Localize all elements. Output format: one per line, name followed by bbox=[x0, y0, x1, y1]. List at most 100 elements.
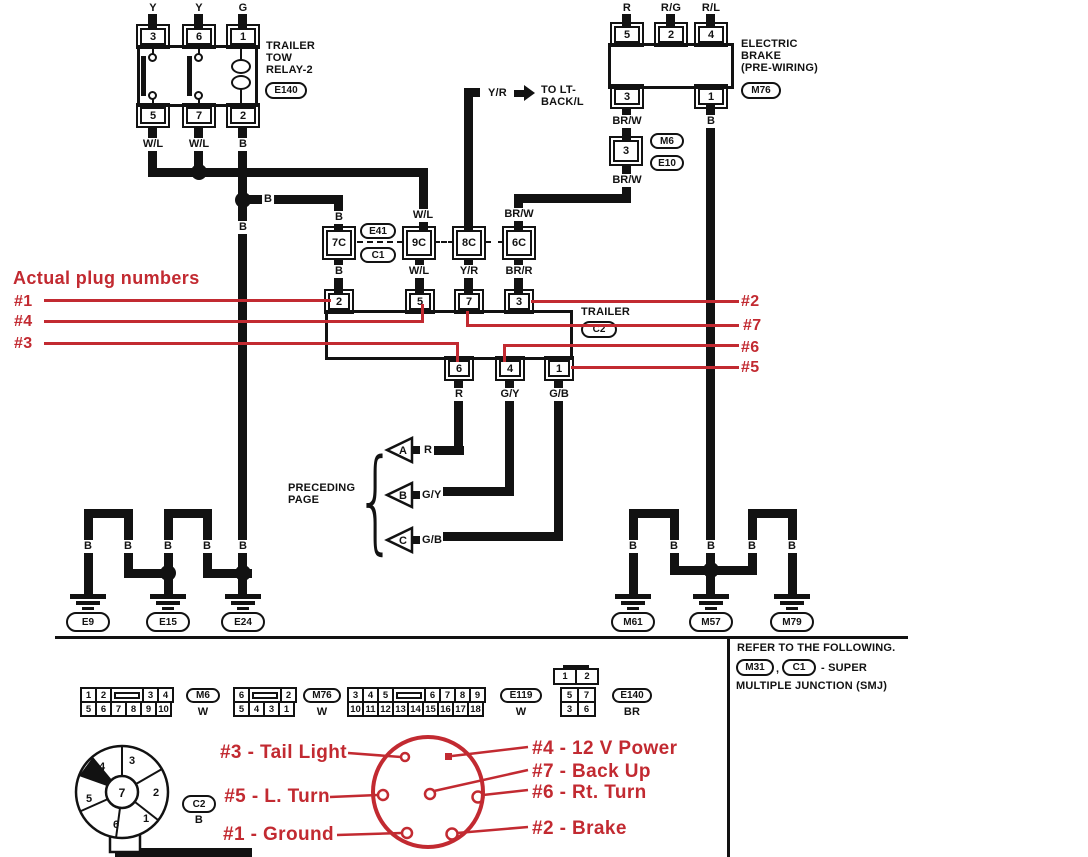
function-label-12v-power: #4 - 12 V Power bbox=[532, 738, 678, 759]
brake-title: BRAKE bbox=[741, 50, 782, 62]
brake-title: (PRE-WIRING) bbox=[741, 62, 818, 74]
page-ref-triangle-b: B bbox=[384, 481, 414, 509]
relay-coil-lead bbox=[240, 89, 242, 107]
wire-label-gb: G/B bbox=[547, 388, 571, 401]
connector-ref-E119: E119 bbox=[500, 688, 542, 703]
pin-brake bbox=[445, 827, 459, 841]
relay-title: RELAY-2 bbox=[266, 64, 313, 76]
ground-ref-E9: E9 bbox=[66, 612, 110, 632]
wire-label-rg: R/G bbox=[658, 2, 684, 14]
relay-switch-lead bbox=[152, 99, 154, 107]
wire-stub bbox=[454, 379, 463, 390]
trailer-pin-2: 2 bbox=[324, 289, 354, 314]
function-label-tail-light: #3 - Tail Light bbox=[219, 742, 347, 763]
plug-annotation-3: #3 bbox=[14, 335, 33, 352]
wire-label-brw: BR/W bbox=[610, 174, 644, 187]
relay-pin-3: 3 bbox=[136, 24, 170, 49]
ground-icon bbox=[774, 594, 810, 599]
function-label-back-up: #7 - Back Up bbox=[532, 761, 651, 782]
wire-label-b: B bbox=[237, 138, 249, 151]
wire-wl-horizontal bbox=[148, 168, 428, 177]
ground-bridge bbox=[748, 509, 797, 518]
right-arrow-icon bbox=[524, 85, 535, 101]
wire-label-r: R bbox=[424, 444, 433, 456]
svg-text:2: 2 bbox=[153, 787, 159, 799]
wire-label-b: B bbox=[668, 540, 680, 553]
wire-r-horizontal bbox=[434, 446, 464, 455]
smj-cell-9c: 9C bbox=[402, 226, 436, 260]
trailer-pin-6: 6 bbox=[444, 356, 474, 381]
ground-icon bbox=[693, 594, 729, 599]
wire-stub bbox=[412, 446, 420, 454]
ground-wire bbox=[706, 570, 715, 594]
trailer-pin-1: 1 bbox=[544, 356, 574, 381]
wire-stub bbox=[194, 14, 203, 28]
junction-dot bbox=[160, 565, 176, 581]
wire-label-wl: W/L bbox=[186, 138, 212, 151]
to-lt-back-label: BACK/L bbox=[541, 96, 584, 108]
wire-label-gy: G/Y bbox=[422, 489, 442, 501]
electric-brake-box bbox=[608, 43, 734, 89]
annotation-line bbox=[466, 324, 739, 327]
wire-stub bbox=[412, 491, 420, 499]
svg-text:7: 7 bbox=[119, 786, 126, 800]
ground-icon bbox=[615, 594, 651, 599]
annotation-line bbox=[44, 320, 424, 323]
trailer-pin-5: 5 bbox=[405, 289, 435, 314]
connector-ref-M76: M76 bbox=[303, 688, 341, 703]
ground-bridge bbox=[124, 569, 173, 578]
refer-note-suffix: - SUPER bbox=[821, 662, 868, 674]
wire-label-b: B bbox=[333, 265, 345, 278]
wire-label-yr: Y/R bbox=[457, 265, 481, 278]
wire-label-rl: R/L bbox=[699, 2, 723, 14]
svg-text:3: 3 bbox=[129, 755, 135, 767]
wire-gy-horizontal bbox=[443, 487, 514, 496]
wire-label-brw: BR/W bbox=[610, 115, 644, 128]
round-connector-face: 3 4 2 5 1 6 7 bbox=[74, 744, 170, 854]
ground-icon bbox=[621, 601, 645, 605]
smj-dashed-link bbox=[357, 241, 403, 243]
wire-label-wl: W/L bbox=[410, 209, 436, 222]
relay-coil bbox=[231, 59, 251, 74]
keyway-wedge bbox=[79, 757, 112, 786]
relay-contact bbox=[194, 53, 203, 62]
wire-stub bbox=[622, 14, 631, 26]
svg-text:6: 6 bbox=[113, 819, 119, 831]
wire-label-r: R bbox=[453, 388, 465, 401]
ground-icon bbox=[82, 607, 94, 610]
ground-bridge bbox=[629, 509, 679, 518]
connector-bridge bbox=[563, 665, 589, 668]
plug-annotation-7: #7 bbox=[743, 317, 762, 334]
connector-pin-cell: 6 bbox=[577, 701, 596, 717]
connector-pin-cell: 10 bbox=[155, 701, 172, 717]
wire-label-b: B bbox=[786, 540, 798, 553]
ground-bridge bbox=[164, 509, 212, 518]
annotation-line bbox=[466, 311, 469, 327]
ground-ref-E24: E24 bbox=[221, 612, 265, 632]
wire-yr bbox=[464, 88, 473, 230]
wire-label-b: B bbox=[162, 540, 174, 553]
preceding-page-label: PAGE bbox=[288, 494, 320, 506]
connector-ref-E140: E140 bbox=[265, 82, 307, 99]
wire-stub bbox=[148, 14, 157, 28]
wire-label-brr: BR/R bbox=[503, 265, 535, 278]
svg-text:A: A bbox=[399, 445, 407, 457]
wire-label-b: B bbox=[627, 540, 639, 553]
wire-r bbox=[454, 400, 463, 455]
wire-label-b: B bbox=[122, 540, 134, 553]
ground-icon bbox=[231, 601, 255, 605]
svg-text:4: 4 bbox=[99, 761, 106, 773]
wire-label-gb: G/B bbox=[422, 534, 443, 546]
wire-label-brw: BR/W bbox=[502, 208, 536, 221]
inline-connector-3: 3 bbox=[609, 136, 643, 166]
smj-cell-8c: 8C bbox=[452, 226, 486, 260]
connector-ref-M31: M31 bbox=[736, 659, 774, 676]
ground-icon bbox=[780, 601, 804, 605]
ground-ref-E15: E15 bbox=[146, 612, 190, 632]
ground-bridge bbox=[203, 569, 252, 578]
to-lt-back-label: TO LT- bbox=[541, 84, 577, 96]
function-label-brake: #2 - Brake bbox=[532, 818, 627, 839]
connector-color-label: W bbox=[513, 706, 529, 718]
pin-tail-light bbox=[399, 751, 411, 763]
